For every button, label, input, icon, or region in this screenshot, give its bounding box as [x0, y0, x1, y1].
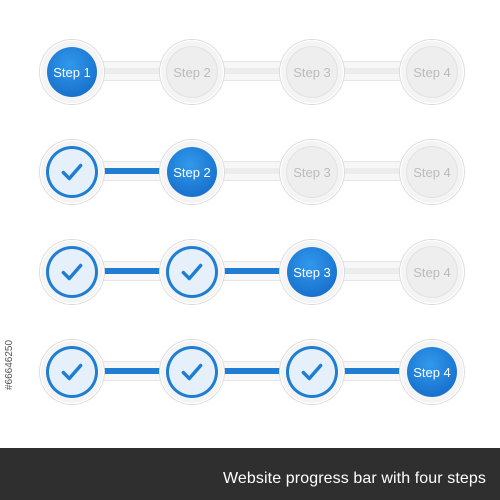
step-complete-badge [49, 149, 95, 195]
step-label: Step 4 [407, 347, 457, 397]
progress-bar-step-1: Step 1 Step 2 Step 3 Step 4 [0, 27, 500, 117]
step-4-node[interactable]: Step 4 [400, 340, 464, 404]
step-1-node[interactable] [40, 140, 104, 204]
caption: Website progress bar with four steps [223, 470, 486, 487]
step-label: Step 3 [287, 47, 337, 97]
step-complete-badge [169, 249, 215, 295]
step-complete-badge [49, 249, 95, 295]
step-complete-badge [289, 349, 335, 395]
step-3-node[interactable]: Step 3 [280, 140, 344, 204]
step-3-node[interactable]: Step 3 [280, 40, 344, 104]
step-3-node[interactable]: Step 3 [280, 240, 344, 304]
watermark-text [414, 0, 432, 6]
checkmark-icon [181, 363, 203, 381]
step-4-node[interactable]: Step 4 [400, 140, 464, 204]
progress-track-groove [74, 168, 426, 174]
checkmark-icon [181, 263, 203, 281]
step-label: Step 2 [167, 47, 217, 97]
watermark-text [54, 0, 72, 6]
progress-track-groove [74, 68, 426, 74]
step-complete-badge [49, 349, 95, 395]
checkmark-icon [301, 363, 323, 381]
step-complete-badge [169, 349, 215, 395]
progress-fill [72, 168, 192, 174]
stock-id: #66646250 [4, 339, 15, 390]
step-2-node[interactable]: Step 2 [160, 140, 224, 204]
watermark-text [174, 0, 192, 6]
step-1-node[interactable]: Step 1 [40, 40, 104, 104]
step-label: Step 3 [287, 147, 337, 197]
caption-bar [0, 448, 500, 500]
checkmark-icon [61, 163, 83, 181]
step-label: Step 2 [167, 147, 217, 197]
checkmark-icon [61, 263, 83, 281]
step-label: Step 4 [407, 247, 457, 297]
progress-fill [72, 368, 432, 374]
step-1-node[interactable] [40, 340, 104, 404]
step-2-node[interactable] [160, 240, 224, 304]
step-4-node[interactable]: Step 4 [400, 240, 464, 304]
step-label: Step 3 [287, 247, 337, 297]
step-3-node[interactable] [280, 340, 344, 404]
step-4-node[interactable]: Step 4 [400, 40, 464, 104]
step-label: Step 4 [407, 47, 457, 97]
step-1-node[interactable] [40, 240, 104, 304]
step-2-node[interactable] [160, 340, 224, 404]
progress-bar-step-4: Step 4 [0, 327, 500, 417]
progress-bar-step-2: Step 2 Step 3 Step 4 [0, 127, 500, 217]
watermark-text [294, 0, 312, 6]
checkmark-icon [61, 363, 83, 381]
step-label: Step 1 [47, 47, 97, 97]
progress-track [72, 61, 428, 81]
step-label: Step 4 [407, 147, 457, 197]
step-2-node[interactable]: Step 2 [160, 40, 224, 104]
progress-bar-step-3: Step 3 Step 4 [0, 227, 500, 317]
